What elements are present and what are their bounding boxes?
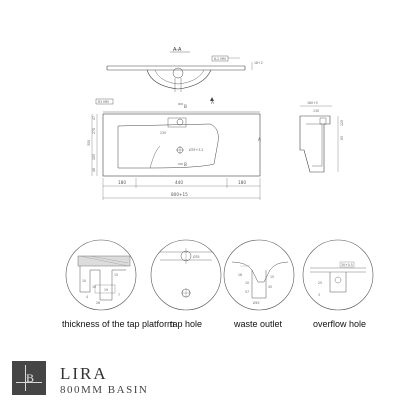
waste-dim: 18 — [238, 273, 242, 277]
waste-dim: Ø45 — [253, 300, 260, 305]
overflow-dim: 3 — [318, 293, 320, 297]
section-callout: 18+2 — [254, 61, 263, 65]
front-height: 48 — [92, 168, 96, 172]
caption-overflow-hole: overflow hole — [313, 319, 367, 329]
corner-label: R2 MM — [98, 100, 109, 104]
side-top-dim: 130 — [313, 109, 319, 113]
section-mark: A — [258, 137, 261, 142]
front-view: R2 MM A A B B Ø35+3.2 230 — [87, 97, 261, 200]
tap-platform-dim: 10 — [82, 279, 86, 283]
cut-mark: B — [184, 104, 187, 109]
product-subtitle: 800MM BASIN — [60, 384, 149, 396]
side-height: 120 — [340, 120, 344, 126]
side-top-dim: 180+5 — [307, 101, 318, 105]
tap-platform-dim: 26 — [96, 301, 100, 305]
waste-dim: 15 — [270, 275, 274, 279]
brand-logo: B — [12, 361, 46, 395]
tap-hole-dim: Ø35 — [193, 254, 200, 259]
caption-tap-hole: tap hole — [170, 319, 203, 329]
section-mark: A — [211, 100, 214, 105]
tap-platform-dim: 7 — [118, 293, 120, 297]
width-right: 180 — [238, 180, 246, 185]
cut-mark: B — [184, 162, 187, 167]
section-callout: 8-2 MM — [214, 57, 226, 61]
tap-platform-dim: 19 — [104, 288, 108, 292]
overflow-dim: 30+0.5 — [341, 263, 353, 267]
overflow-dim: 25 — [318, 281, 322, 285]
front-height: 47 — [92, 116, 96, 120]
width-left: 180 — [118, 180, 126, 185]
caption-tap-platform: thickness of the tap platform — [62, 319, 175, 329]
front-height: 270 — [92, 128, 96, 134]
caption-waste-outlet: waste outlet — [234, 319, 283, 329]
product-name: LIRA — [60, 364, 108, 383]
overall-width: 800+15 — [171, 192, 188, 197]
waste-dim: 57 — [245, 290, 249, 294]
tap-platform-dim: 10 — [92, 285, 96, 289]
side-view: 180+5 130 85 120 — [299, 101, 344, 173]
tap-platform-dim: 15 — [114, 273, 118, 277]
logo-letter: B — [26, 371, 35, 385]
detail-tap-platform: 10 10 19 4 15 26 7 — [65, 239, 137, 311]
detail-waste-outlet: 18 15 10 45 57 Ø45 — [223, 239, 295, 311]
tap-platform-dim: 4 — [86, 295, 88, 299]
tap-offset: 230 — [160, 131, 166, 135]
waste-dim: 45 — [268, 285, 272, 289]
side-height: 85 — [340, 136, 344, 140]
waste-dim: 10 — [245, 281, 249, 285]
section-aa-view: A-A 8-2 MM 18+2 — [106, 47, 263, 92]
front-height: 105 — [92, 154, 96, 160]
detail-overflow-hole: 30+0.5 25 3 — [302, 239, 374, 311]
width-middle: 440 — [175, 180, 183, 185]
detail-tap-hole: Ø35 — [150, 239, 222, 311]
tap-hole-diameter: Ø35+3.2 — [189, 147, 203, 152]
section-aa-title: A-A — [173, 47, 182, 53]
front-height: 350 — [87, 140, 91, 146]
